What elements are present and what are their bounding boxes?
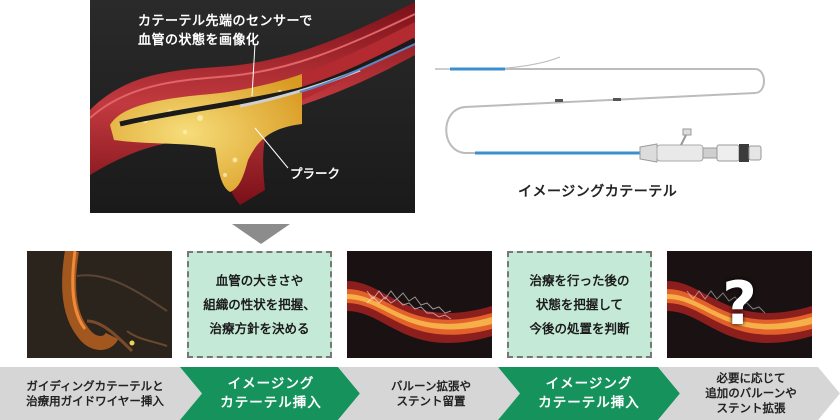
catheter-illustration	[435, 56, 765, 163]
plaque-label: プラーク	[290, 166, 341, 181]
step-3-label: バルーン拡張や ステント留置	[391, 378, 471, 408]
step-1-label: ガイディングカテーテルと 治療用ガイドワイヤー挿入	[26, 378, 164, 408]
step-4-shape	[498, 367, 680, 420]
stent-image	[347, 251, 492, 358]
step-1-shape	[0, 367, 202, 420]
catheter-label: イメージングカテーテル	[518, 184, 678, 200]
step-5-shape	[658, 367, 840, 420]
hero-caption: カテーテル先端のセンサーで 血管の状態を画像化	[138, 14, 313, 48]
step-4-label: イメージング カテーテル挿入	[538, 375, 640, 411]
question-mark: ?	[722, 269, 757, 339]
step-5-label: 必要に応じて 追加のバルーンや ステント拡張	[705, 371, 797, 415]
note-before-treatment: 血管の大きさや 組織の性状を把握、 治療方針を決める	[187, 251, 332, 358]
down-arrow-icon	[232, 224, 290, 244]
step-3-shape	[338, 367, 520, 420]
step-2-label: イメージング カテーテル挿入	[220, 375, 322, 411]
follow-up-image: ?	[667, 251, 812, 358]
angiography-image	[27, 251, 172, 358]
step-2-shape	[180, 367, 360, 420]
vessel-illustration	[90, 0, 415, 213]
note-after-treatment: 治療を行った後の 状態を把握して 今後の処置を判断	[507, 251, 652, 358]
process-flow	[0, 367, 840, 420]
